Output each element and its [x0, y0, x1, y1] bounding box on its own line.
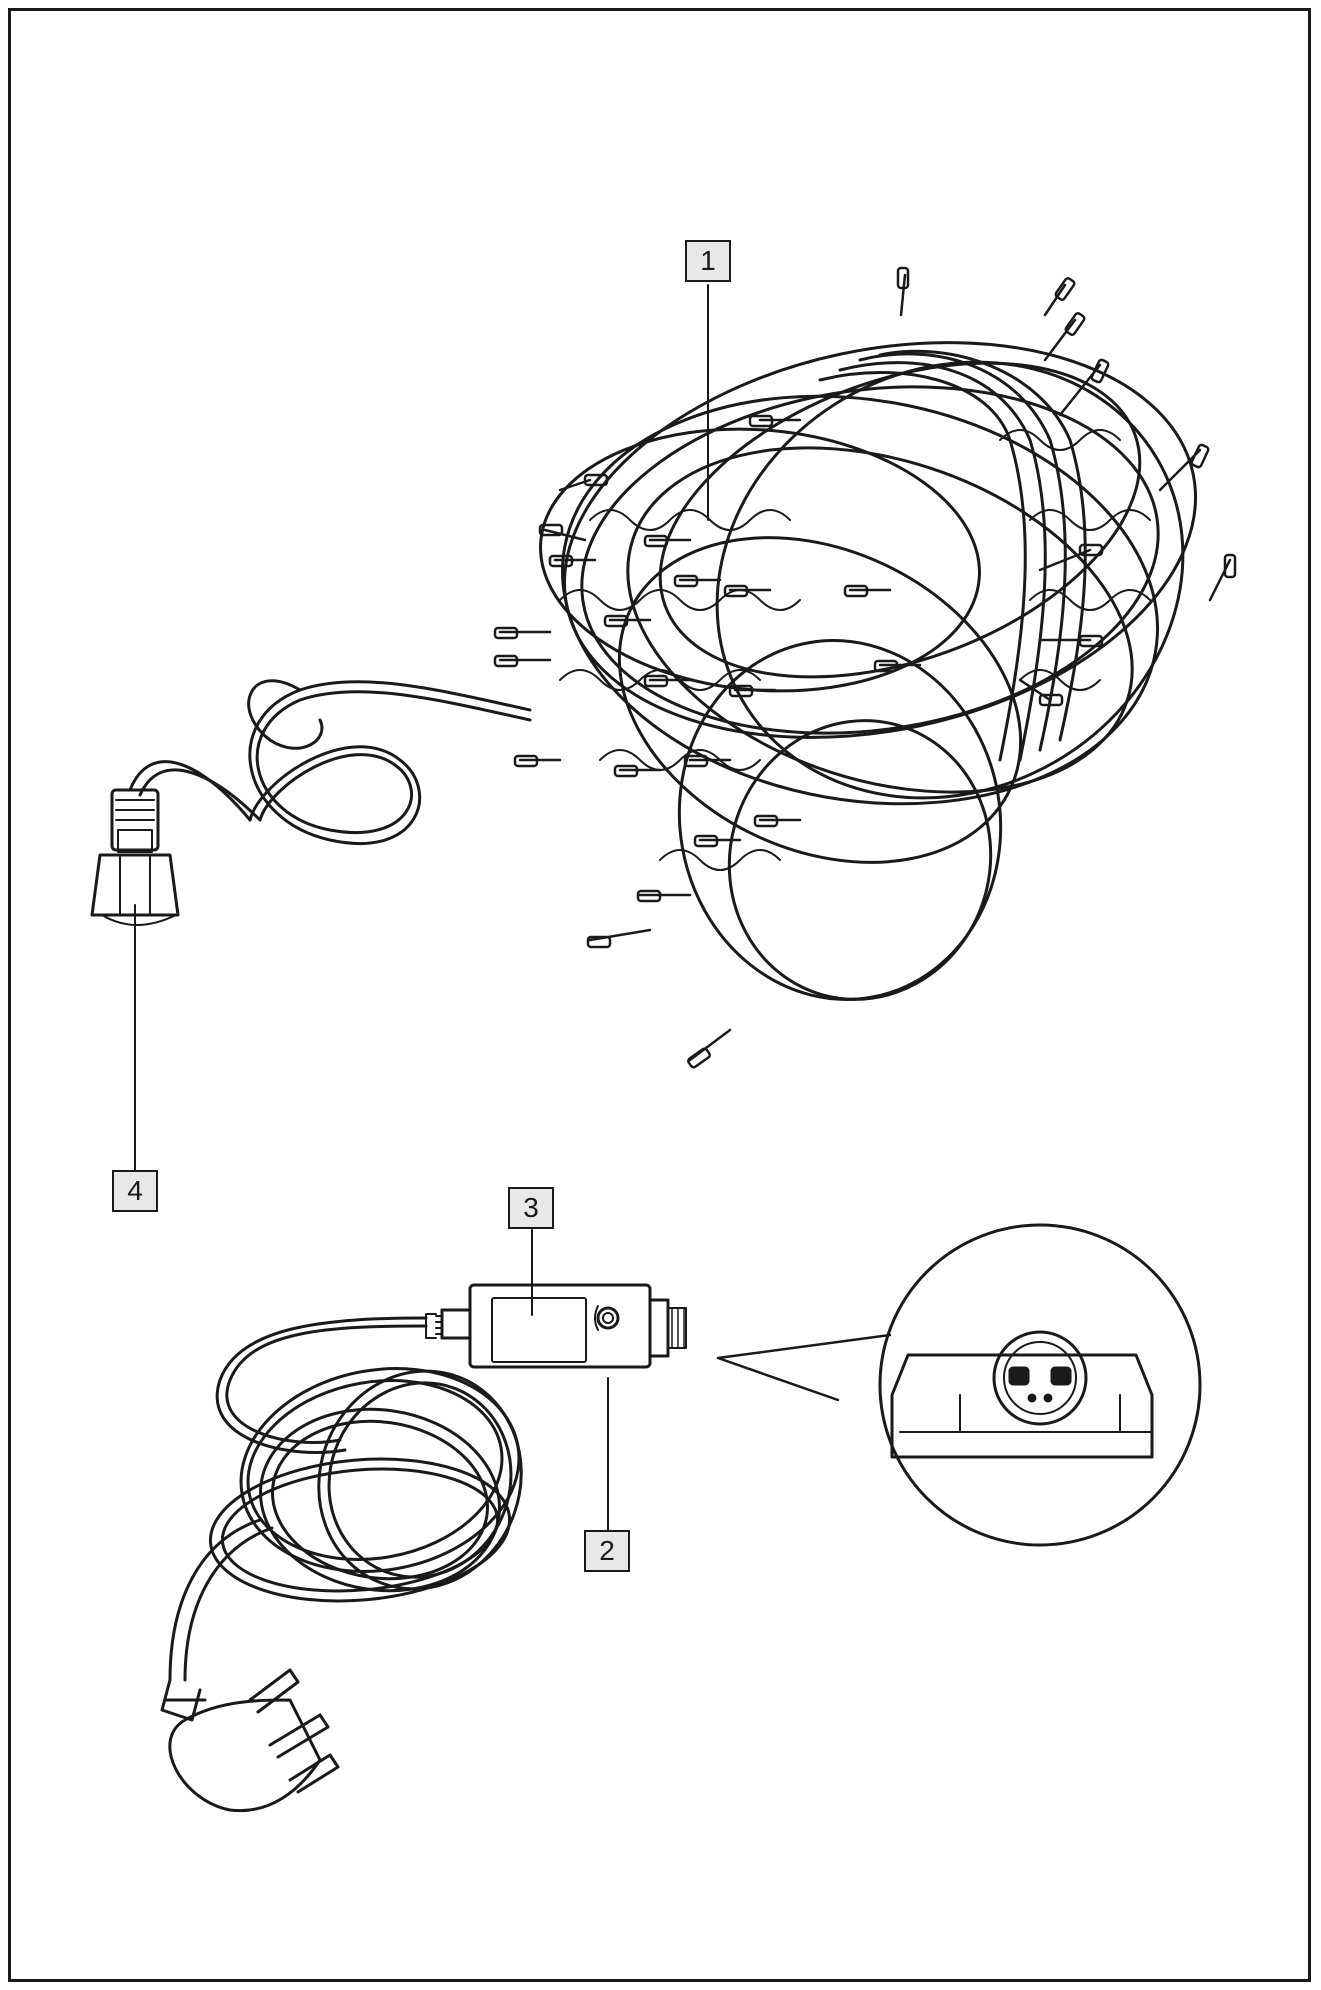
light-string-bundle-icon — [493, 266, 1237, 1069]
supply-cable-icon — [168, 1316, 523, 1682]
callout-1: 1 — [685, 240, 731, 282]
callout-4-label: 4 — [127, 1175, 143, 1206]
callout-3: 3 — [508, 1187, 554, 1229]
controller-button-icon — [594, 1305, 620, 1331]
callout-leaders — [531, 284, 709, 1531]
callout-1-label: 1 — [700, 245, 716, 276]
lead-cable-icon — [128, 679, 532, 846]
diagram-frame — [8, 8, 1311, 1982]
socket-detail-icon — [716, 1223, 1202, 1547]
callout-4: 4 — [112, 1170, 158, 1212]
callout-2: 2 — [584, 1530, 630, 1572]
power-plug-icon — [160, 1668, 340, 1813]
callout-3-label: 3 — [523, 1192, 539, 1223]
callout-2-label: 2 — [599, 1535, 615, 1566]
controller-box-icon — [425, 1283, 687, 1369]
end-connector-icon — [90, 788, 180, 1171]
